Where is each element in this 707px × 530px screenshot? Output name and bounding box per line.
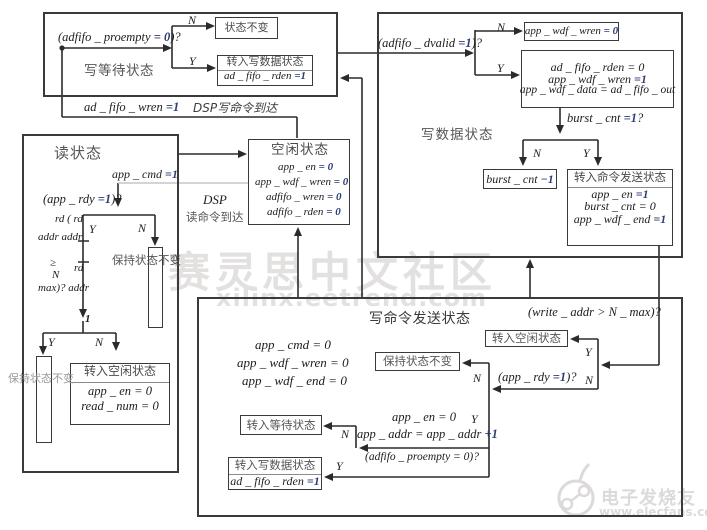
idle-line-2: app _ wdf _ wren = 0 bbox=[255, 176, 349, 188]
keep-state-box: 保持状态不变 bbox=[375, 352, 460, 371]
read-state-title: 读状态 bbox=[54, 144, 103, 162]
branch-label-y: Y bbox=[497, 61, 504, 75]
branch-label-n: N bbox=[95, 335, 104, 349]
wcmd-appen-label: app _ en = 0 bbox=[392, 410, 456, 424]
hold-state-box-1 bbox=[148, 247, 163, 328]
dsp-label: DSP bbox=[203, 192, 227, 207]
garbled-text-3: ≥ bbox=[50, 257, 57, 269]
goto-wait-box: 转入等待状态 bbox=[240, 415, 322, 435]
wcmd-action-1: app _ cmd = 0 bbox=[255, 337, 331, 352]
burst-cnt-condition: burst _ cnt =1? bbox=[567, 111, 644, 125]
branch-label-n: N bbox=[138, 221, 147, 235]
branch-label-y: Y bbox=[583, 146, 590, 160]
write-addr-nmax-condition: (write _ addr > N _ max)? bbox=[528, 305, 661, 319]
goto-idle-box-read: 转入空闲状态 app _ en = 0 read _ num = 0 bbox=[70, 363, 170, 425]
branch-label-n: N bbox=[473, 371, 482, 385]
app-rdy-condition-wcmd: (app _ rdy =1)? bbox=[498, 370, 577, 384]
garbled-text-6: max)? addr bbox=[38, 282, 90, 294]
keep-state-label-1: 保持状态不变 bbox=[112, 253, 181, 267]
goto-idle-box-wcmd: 转入空闲状态 bbox=[485, 330, 568, 347]
watermark-corner-line1: 电子发烧友 bbox=[601, 488, 696, 509]
goto-write-data-box-wcmd: 转入写数据状态 ad _ fifo _ rden =1 bbox=[228, 457, 322, 490]
garbled-text-2: addr addr bbox=[38, 231, 83, 243]
garbled-text-5: rd bbox=[74, 262, 84, 274]
write-cmd-state-title: 写命令发送状态 bbox=[369, 311, 471, 327]
write-data-state-title: 写数据状态 bbox=[421, 127, 494, 143]
branch-label-y: Y bbox=[48, 335, 55, 349]
idle-line-4: adfifo _ rden = 0 bbox=[267, 206, 341, 218]
adfifo-proempty-condition-wcmd: (adfifo _ proempty = 0)? bbox=[365, 451, 480, 463]
wdf-wren-zero-box: app _ wdf _ wren = 0 bbox=[524, 22, 619, 41]
state-unchanged-box: 状态不变 bbox=[215, 17, 278, 39]
branch-label-n: N bbox=[497, 20, 506, 34]
wcmd-appaddr-label: app _ addr = app _ addr +1 bbox=[357, 427, 498, 441]
watermark-logo bbox=[557, 462, 595, 517]
write-wait-state-box bbox=[43, 12, 338, 97]
dsp-write-cmd-label: DSP写命令到达 bbox=[193, 101, 278, 115]
burst-cnt-dec-box: burst _ cnt −1 bbox=[483, 169, 557, 189]
app-cmd-label: app _ cmd =1 bbox=[112, 167, 178, 181]
garbled-text-4: N bbox=[52, 269, 60, 281]
goto-cmd-send-box: 转入命令发送状态 app _ en =1 burst _ cnt = 0 app… bbox=[567, 169, 673, 246]
write-cmd-send-state-box bbox=[197, 297, 683, 517]
hold-state-box-2 bbox=[36, 356, 52, 443]
goto-write-data-box: 转入写数据状态 ad _ fifo _ rden =1 bbox=[217, 55, 313, 86]
wcmd-action-2: app _ wdf _ wren = 0 bbox=[237, 355, 349, 370]
adfifo-dvalid-condition: (adfifo _ dvalid =1)? bbox=[378, 36, 482, 50]
write-data-actions-box: ad _ fifo _ rden = 0 app _ wdf _ wren =1… bbox=[520, 50, 675, 108]
branch-label-y: Y bbox=[189, 54, 196, 68]
idle-state-box bbox=[248, 139, 350, 225]
branch-label-y: Y bbox=[336, 459, 343, 473]
branch-label-y: Y bbox=[471, 412, 478, 426]
branch-label-y: Y bbox=[89, 222, 96, 236]
app-rdy-condition: (app _ rdy =1)? bbox=[43, 192, 122, 206]
adfifo-proempty-condition: (adfifo _ proempty = 0)? bbox=[58, 30, 181, 44]
branch-label-n: N bbox=[533, 146, 542, 160]
ad-fifo-wren-label: ad _ fifo _ wren =1 bbox=[84, 100, 180, 114]
branch-label-n: N bbox=[341, 427, 350, 441]
idle-line-1: app _ en = 0 bbox=[278, 161, 334, 173]
write-data-state-box bbox=[377, 12, 683, 258]
wcmd-action-3: app _ wdf _ end = 0 bbox=[242, 373, 347, 388]
idle-line-3: adfifo _ wren = 0 bbox=[266, 191, 342, 203]
idle-state-title: 空闲状态 bbox=[271, 142, 329, 158]
read-state-box bbox=[22, 134, 179, 473]
branch-label-n: N bbox=[188, 13, 197, 27]
keep-state-label-2: 保持状态不变 bbox=[8, 372, 74, 385]
write-wait-state-title: 写等待状态 bbox=[84, 63, 154, 79]
branch-label-n: N bbox=[585, 373, 594, 387]
branch-label-y: Y bbox=[585, 345, 592, 359]
garbled-text-1: rd ( rd bbox=[55, 213, 83, 225]
garbled-text-7: 1 bbox=[85, 313, 91, 325]
read-cmd-arrive-label: 读命令到达 bbox=[186, 210, 244, 224]
